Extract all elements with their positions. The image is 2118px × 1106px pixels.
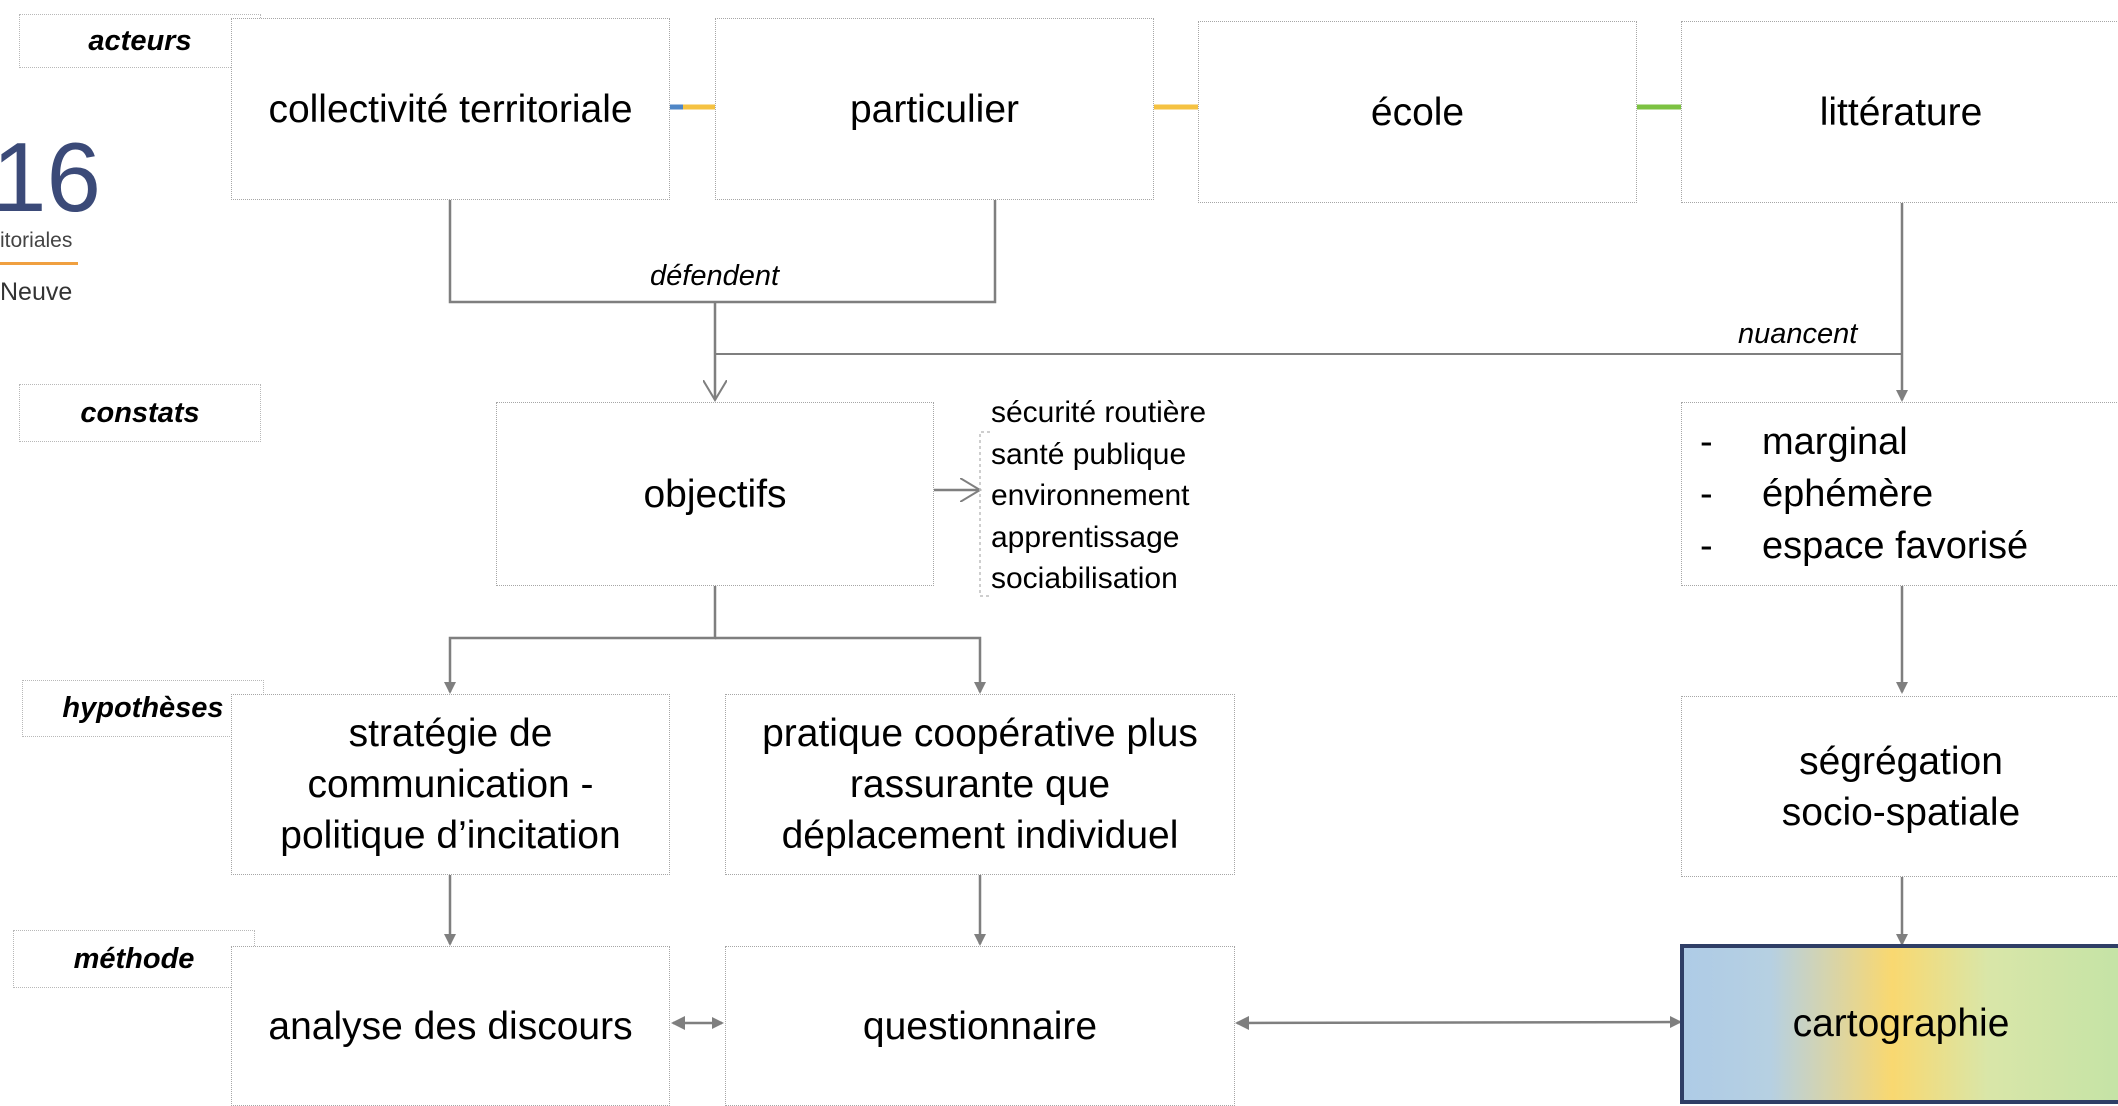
litterature-list-item: -marginal — [1700, 421, 1908, 463]
box-questionnaire: questionnaire — [725, 946, 1235, 1106]
pratique-line: rassurante que — [849, 763, 1111, 806]
litterature-list-item: -éphémère — [1700, 473, 1934, 515]
split-left-arrow — [444, 586, 717, 694]
objectif-item: sociabilisation — [991, 562, 1178, 595]
strategie-line: stratégie de — [348, 712, 553, 755]
edge-label-defendent: défendent — [650, 260, 780, 292]
box-litterature-constats: -marginal -éphémère -espace favorisé — [1681, 402, 2118, 586]
box-pratique: pratique coopérative plus rassurante que… — [725, 694, 1235, 875]
logo-place: Neuve — [0, 278, 73, 306]
box-analyse: analyse des discours — [231, 946, 670, 1106]
logo-number: 16 — [0, 122, 102, 232]
pratique-line: déplacement individuel — [781, 814, 1179, 857]
objectif-item: santé publique — [991, 437, 1187, 471]
row-label-methode: méthode — [13, 930, 255, 988]
box-litterature: littérature — [1681, 21, 2118, 203]
segregation-line: ségrégation — [1799, 739, 2003, 783]
strategie-line: politique d’incitation — [280, 814, 621, 857]
box-objectifs: objectifs — [496, 402, 934, 586]
row-label-hypotheses: hypothèses — [22, 680, 264, 737]
logo-subtitle: itoriales — [0, 229, 73, 252]
segregation-line: socio-spatiale — [1781, 790, 2021, 834]
logo-divider — [0, 262, 78, 265]
objectif-item: apprentissage — [991, 520, 1180, 554]
box-segregation: ségrégation socio-spatiale — [1681, 696, 2118, 877]
edge-label-nuancent: nuancent — [1738, 318, 1858, 350]
row-label-constats: constats — [19, 384, 261, 442]
objectif-item: sécurité routière — [991, 396, 1207, 429]
box-particulier: particulier — [715, 18, 1154, 200]
objectifs-list-bracket — [979, 431, 990, 597]
defendent-bracket — [448, 200, 997, 304]
objectif-item: environnement — [991, 479, 1190, 512]
questionnaire-carto-link — [1235, 1015, 1682, 1030]
row-label-acteurs: acteurs — [19, 14, 261, 68]
box-ecole: école — [1198, 21, 1637, 203]
box-collectivite: collectivité territoriale — [231, 18, 670, 200]
strategie-line: communication - — [307, 763, 594, 806]
box-strategie: stratégie de communication - politique d… — [231, 694, 670, 875]
litterature-list: -marginal -éphémère -espace favorisé — [1682, 416, 2028, 572]
pratique-line: pratique coopérative plus — [762, 712, 1198, 755]
litterature-list-item: -espace favorisé — [1700, 525, 2029, 567]
split-right-arrow — [715, 636, 986, 694]
box-cartographie: cartographie — [1680, 944, 2118, 1104]
objectifs-list: sécurité routière santé publique environ… — [991, 392, 1206, 600]
